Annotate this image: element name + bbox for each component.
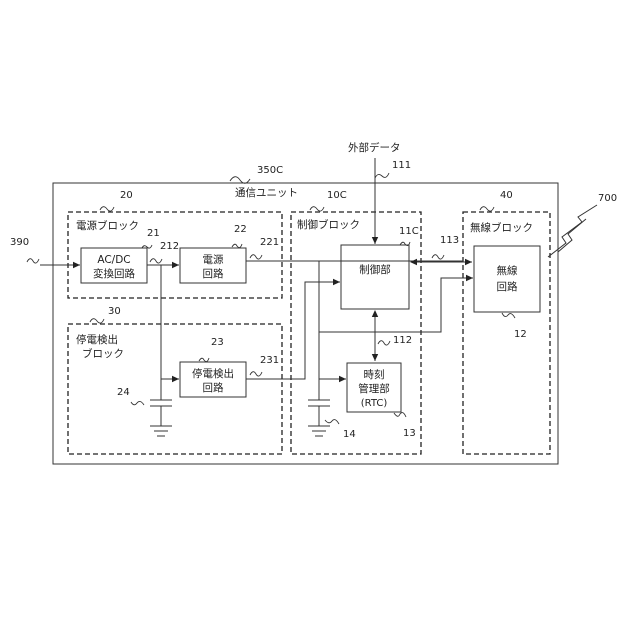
rtc-label-1: 時刻: [364, 368, 385, 381]
ref-350c: 350C: [257, 165, 283, 176]
ref-13: 13: [403, 428, 416, 439]
ref-23: 23: [211, 337, 224, 348]
communication-unit-title: 通信ユニット: [235, 187, 298, 199]
ref-113: 113: [440, 235, 459, 246]
ref-21: 21: [147, 228, 160, 239]
ref-12: 12: [514, 329, 527, 340]
wireless-signal-bolt-inner: [558, 219, 586, 252]
rtc-label-2: 管理部: [358, 382, 390, 395]
acdc-label-2: 変換回路: [93, 267, 135, 280]
ref-24: 24: [117, 387, 130, 398]
ref-20: 20: [120, 190, 133, 201]
external-data-label: 外部データ: [348, 141, 401, 154]
ref-390: 390: [10, 237, 29, 248]
ref-111: 111: [392, 160, 411, 171]
ref-212: 212: [160, 241, 179, 252]
ref-221: 221: [260, 237, 279, 248]
ref-700: 700: [598, 193, 617, 204]
outage-block-title-1: 停電検出: [76, 333, 118, 346]
ref-10c: 10C: [327, 190, 347, 201]
ref-22: 22: [234, 224, 247, 235]
ref-40: 40: [500, 190, 513, 201]
rtc-label-3: (RTC): [361, 398, 388, 409]
ref-leader-390: [27, 259, 39, 263]
ref-11c: 11C: [399, 226, 419, 237]
control-block-title: 制御ブロック: [297, 218, 360, 231]
controller-label: 制御部: [359, 263, 391, 276]
ref-leader-111: [375, 173, 389, 178]
outage-circuit-label-1: 停電検出: [192, 367, 234, 380]
outage-block-title-2: ブロック: [82, 347, 124, 360]
ref-112: 112: [393, 335, 412, 346]
ref-leader-350c: [230, 177, 250, 184]
radio-label-1: 無線: [497, 264, 518, 277]
ref-231: 231: [260, 355, 279, 366]
ref-14: 14: [343, 429, 356, 440]
power-circuit-label-1: 電源: [203, 253, 224, 266]
outage-circuit-label-2: 回路: [203, 381, 224, 394]
ref-30: 30: [108, 306, 121, 317]
power-block-title: 電源ブロック: [76, 219, 139, 232]
controller: [341, 245, 409, 309]
radio-circuit: [474, 246, 540, 312]
wireless-block-title: 無線ブロック: [470, 221, 533, 234]
acdc-label-1: AC/DC: [97, 254, 130, 266]
power-circuit-label-2: 回路: [203, 267, 224, 280]
radio-label-2: 回路: [497, 280, 518, 293]
